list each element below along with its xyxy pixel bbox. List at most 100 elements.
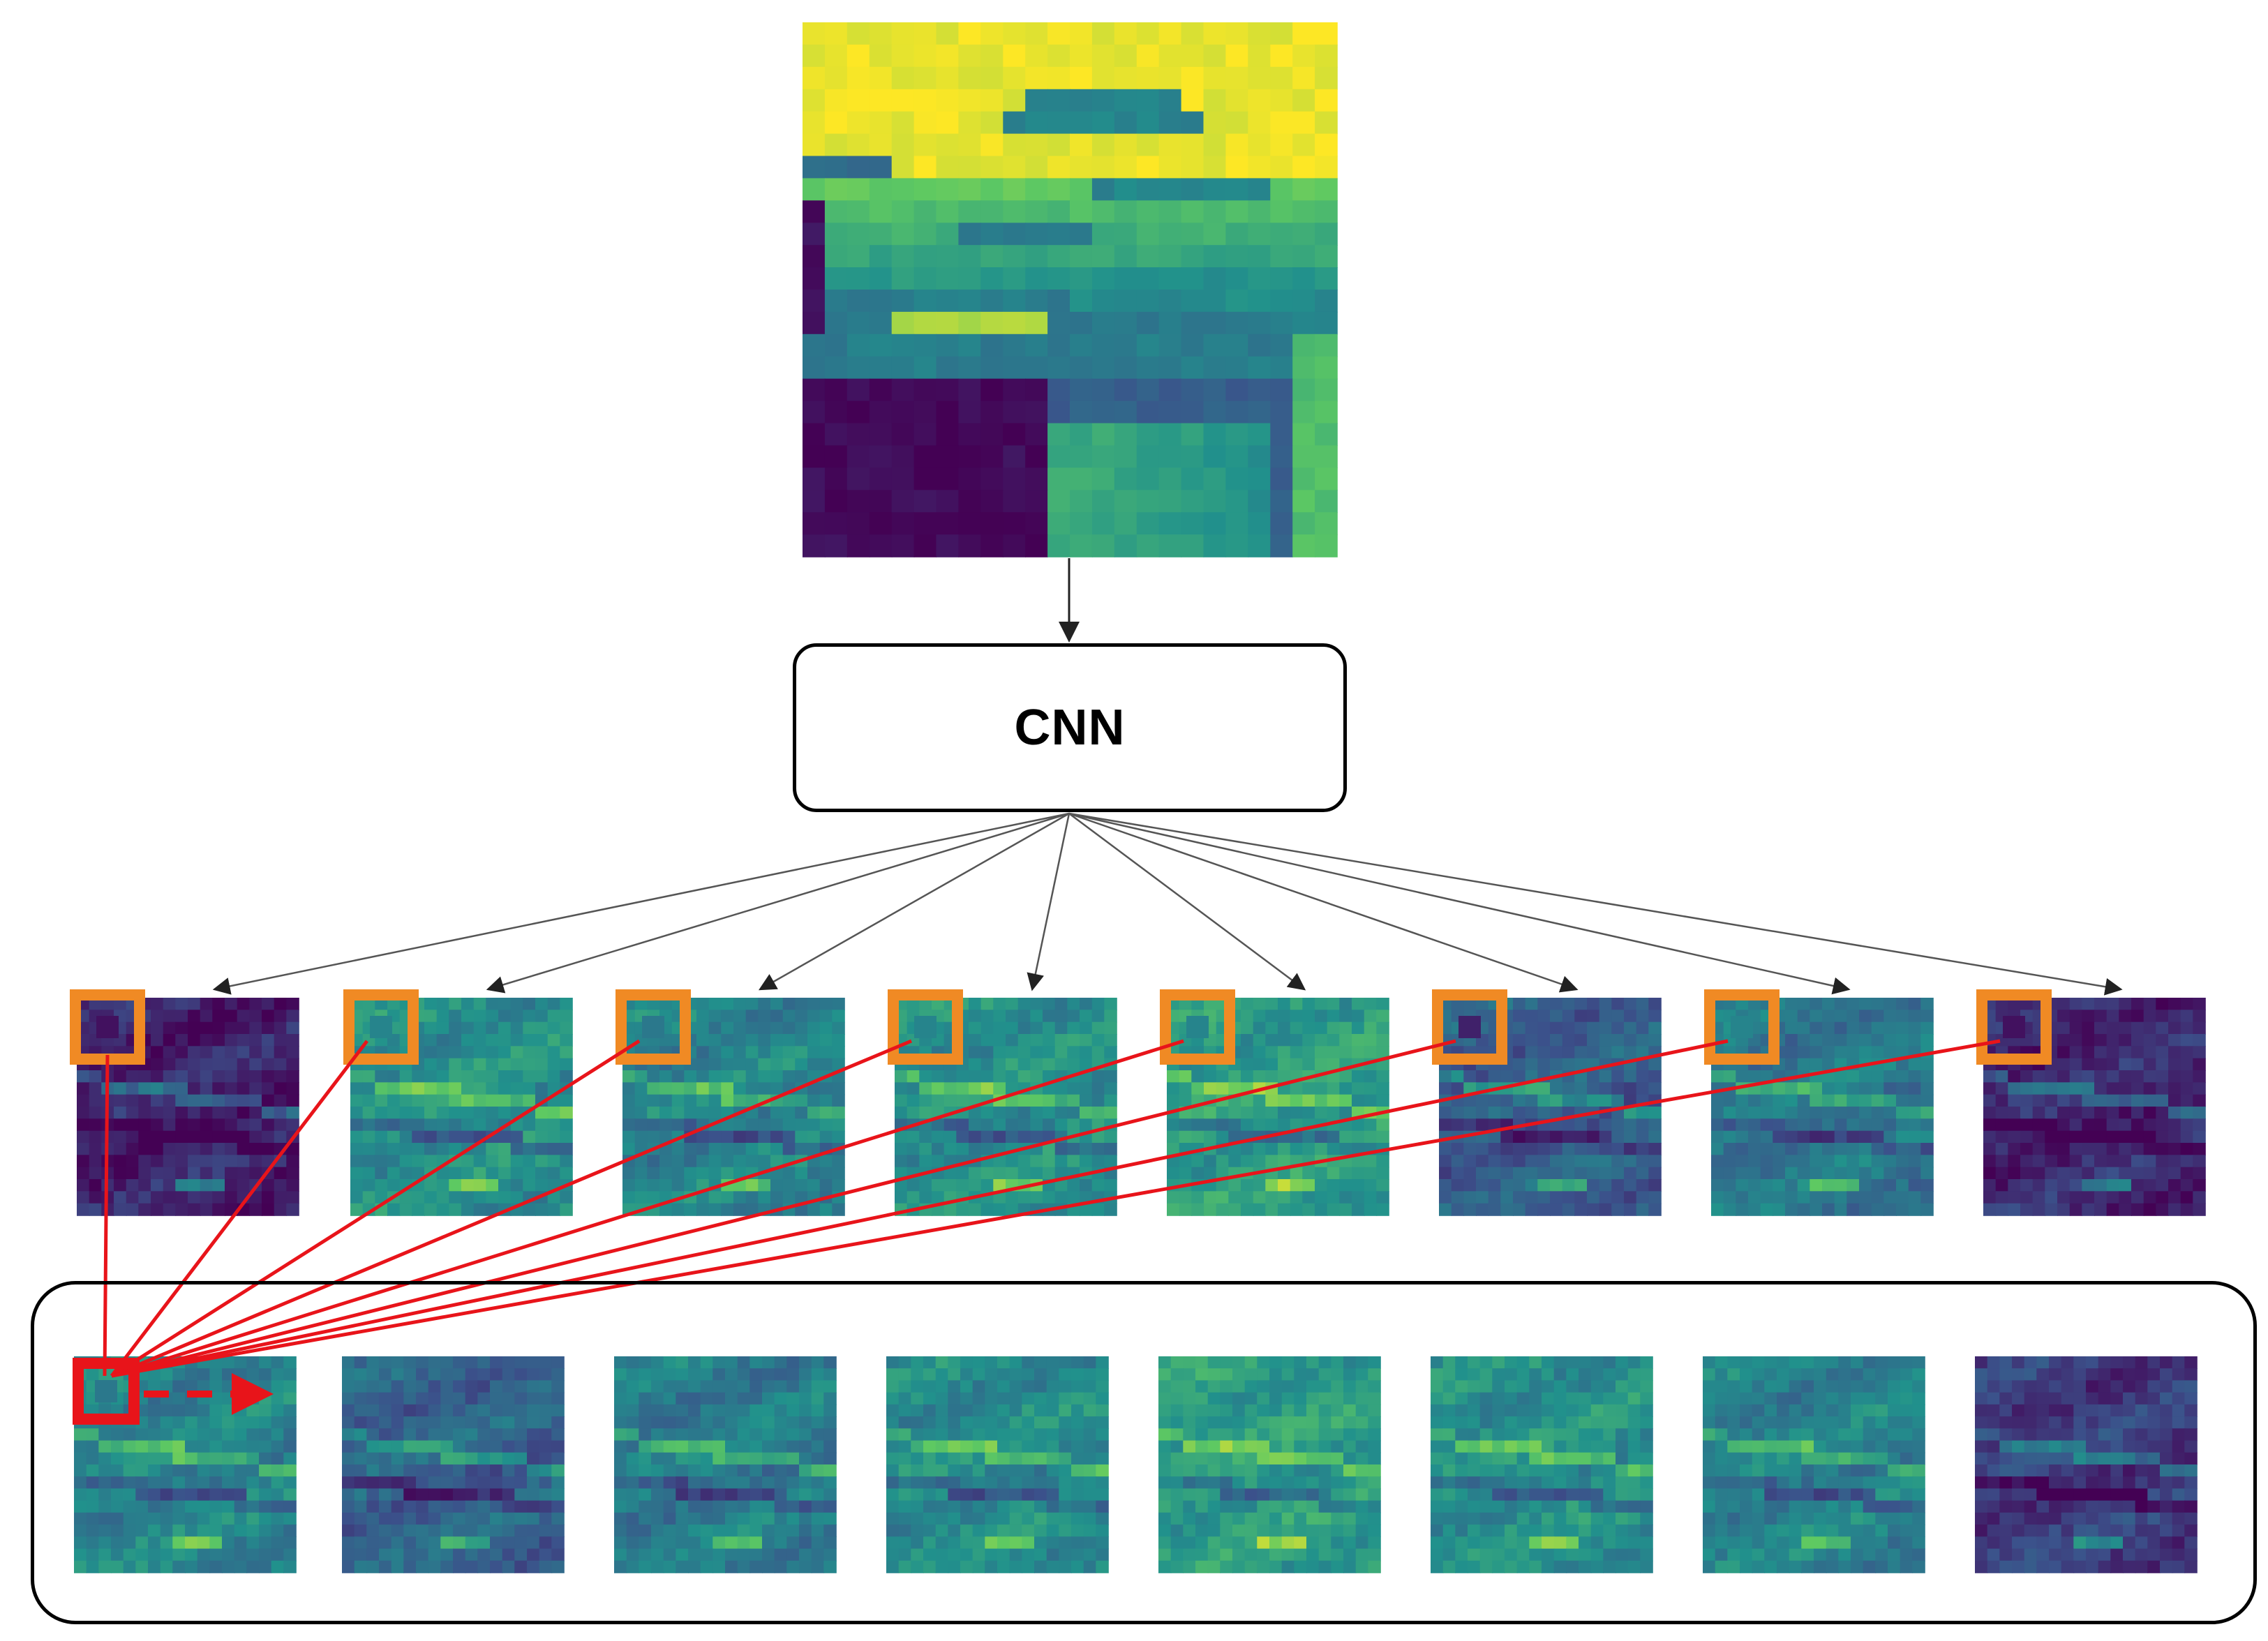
input-pixel (1203, 156, 1227, 179)
input-pixel (1114, 200, 1137, 223)
input-pixel (1158, 44, 1182, 68)
feature-map-bottom (1703, 1356, 1925, 1573)
input-pixel (1047, 44, 1070, 68)
input-pixel (1203, 44, 1227, 68)
connection-line (103, 1054, 110, 1377)
input-pixel (869, 178, 893, 202)
input-pixel (1270, 178, 1293, 202)
input-pixel (913, 534, 937, 557)
window-patch (914, 1016, 937, 1038)
input-pixel (869, 534, 893, 557)
input-pixel (1091, 89, 1115, 112)
input-pixel (803, 89, 826, 112)
input-pixel (1091, 156, 1115, 179)
sliding-window-orange (616, 989, 691, 1065)
input-pixel (1070, 66, 1093, 90)
input-pixel (846, 311, 870, 335)
input-pixel (1270, 356, 1293, 380)
input-pixel (846, 490, 870, 513)
input-pixel (891, 311, 915, 335)
input-pixel (1003, 512, 1026, 535)
input-pixel (936, 334, 960, 357)
input-pixel (1136, 311, 1160, 335)
input-pixel (846, 334, 870, 357)
input-pixel (1047, 356, 1070, 380)
input-pixel (1203, 512, 1227, 535)
input-pixel (1136, 490, 1160, 513)
input-pixel (824, 290, 848, 313)
input-pixel (1292, 66, 1315, 90)
input-pixel (1270, 490, 1293, 513)
input-pixel (824, 245, 848, 268)
input-pixel (980, 133, 1004, 157)
input-pixel (1003, 22, 1026, 45)
input-pixel (1114, 223, 1137, 246)
input-pixel (980, 267, 1004, 290)
input-pixel (1315, 534, 1338, 557)
input-pixel (958, 22, 982, 45)
input-pixel (1047, 111, 1070, 135)
input-pixel (1025, 66, 1048, 90)
input-pixel (869, 356, 893, 380)
input-pixel (958, 490, 982, 513)
window-patch (2003, 1016, 2025, 1038)
input-pixel (1181, 512, 1204, 535)
input-pixel (958, 467, 982, 490)
input-pixel (958, 178, 982, 202)
input-pixel (913, 423, 937, 447)
input-pixel (1181, 156, 1204, 179)
input-pixel (1114, 178, 1137, 202)
input-pixel (936, 178, 960, 202)
input-pixel (1315, 133, 1338, 157)
input-pixel (913, 133, 937, 157)
input-pixel (1070, 423, 1093, 447)
connection-line (110, 1039, 641, 1378)
input-pixel (1025, 423, 1048, 447)
input-pixel (1270, 111, 1293, 135)
input-pixel (1181, 378, 1204, 402)
input-pixel (1114, 378, 1137, 402)
input-pixel (1025, 133, 1048, 157)
input-pixel (936, 156, 960, 179)
input-pixel (1292, 44, 1315, 68)
input-pixel (1070, 22, 1093, 45)
input-pixel (1047, 423, 1070, 447)
input-pixel (824, 423, 848, 447)
input-pixel (1181, 467, 1204, 490)
input-pixel (1225, 467, 1249, 490)
feature-map-bottom (1975, 1356, 2198, 1573)
input-pixel (980, 178, 1004, 202)
input-pixel (1203, 290, 1227, 313)
input-pixel (824, 223, 848, 246)
input-pixel (1070, 512, 1093, 535)
sliding-window-orange (343, 989, 419, 1065)
input-pixel (1248, 423, 1271, 447)
input-pixel (846, 467, 870, 490)
input-pixel (1025, 290, 1048, 313)
input-pixel (958, 267, 982, 290)
input-pixel (1003, 490, 1026, 513)
input-pixel (1292, 245, 1315, 268)
input-pixel (980, 156, 1004, 179)
sliding-window-orange (1160, 989, 1235, 1065)
input-pixel (1315, 267, 1338, 290)
input-pixel (1270, 400, 1293, 424)
input-pixel (1270, 378, 1293, 402)
input-pixel (1292, 89, 1315, 112)
input-pixel (1091, 22, 1115, 45)
input-pixel (1091, 334, 1115, 357)
cnn-to-map-arrow (758, 812, 1070, 991)
input-pixel (1315, 200, 1338, 223)
input-pixel (1136, 334, 1160, 357)
input-pixel (869, 378, 893, 402)
input-pixel (1158, 133, 1182, 157)
input-pixel (824, 89, 848, 112)
input-pixel (1315, 89, 1338, 112)
input-pixel (1003, 356, 1026, 380)
input-pixel (980, 423, 1004, 447)
input-pixel (891, 400, 915, 424)
input-pixel (1225, 223, 1249, 246)
input-pixel (1315, 423, 1338, 447)
input-pixel (1270, 22, 1293, 45)
input-pixel (1025, 44, 1048, 68)
